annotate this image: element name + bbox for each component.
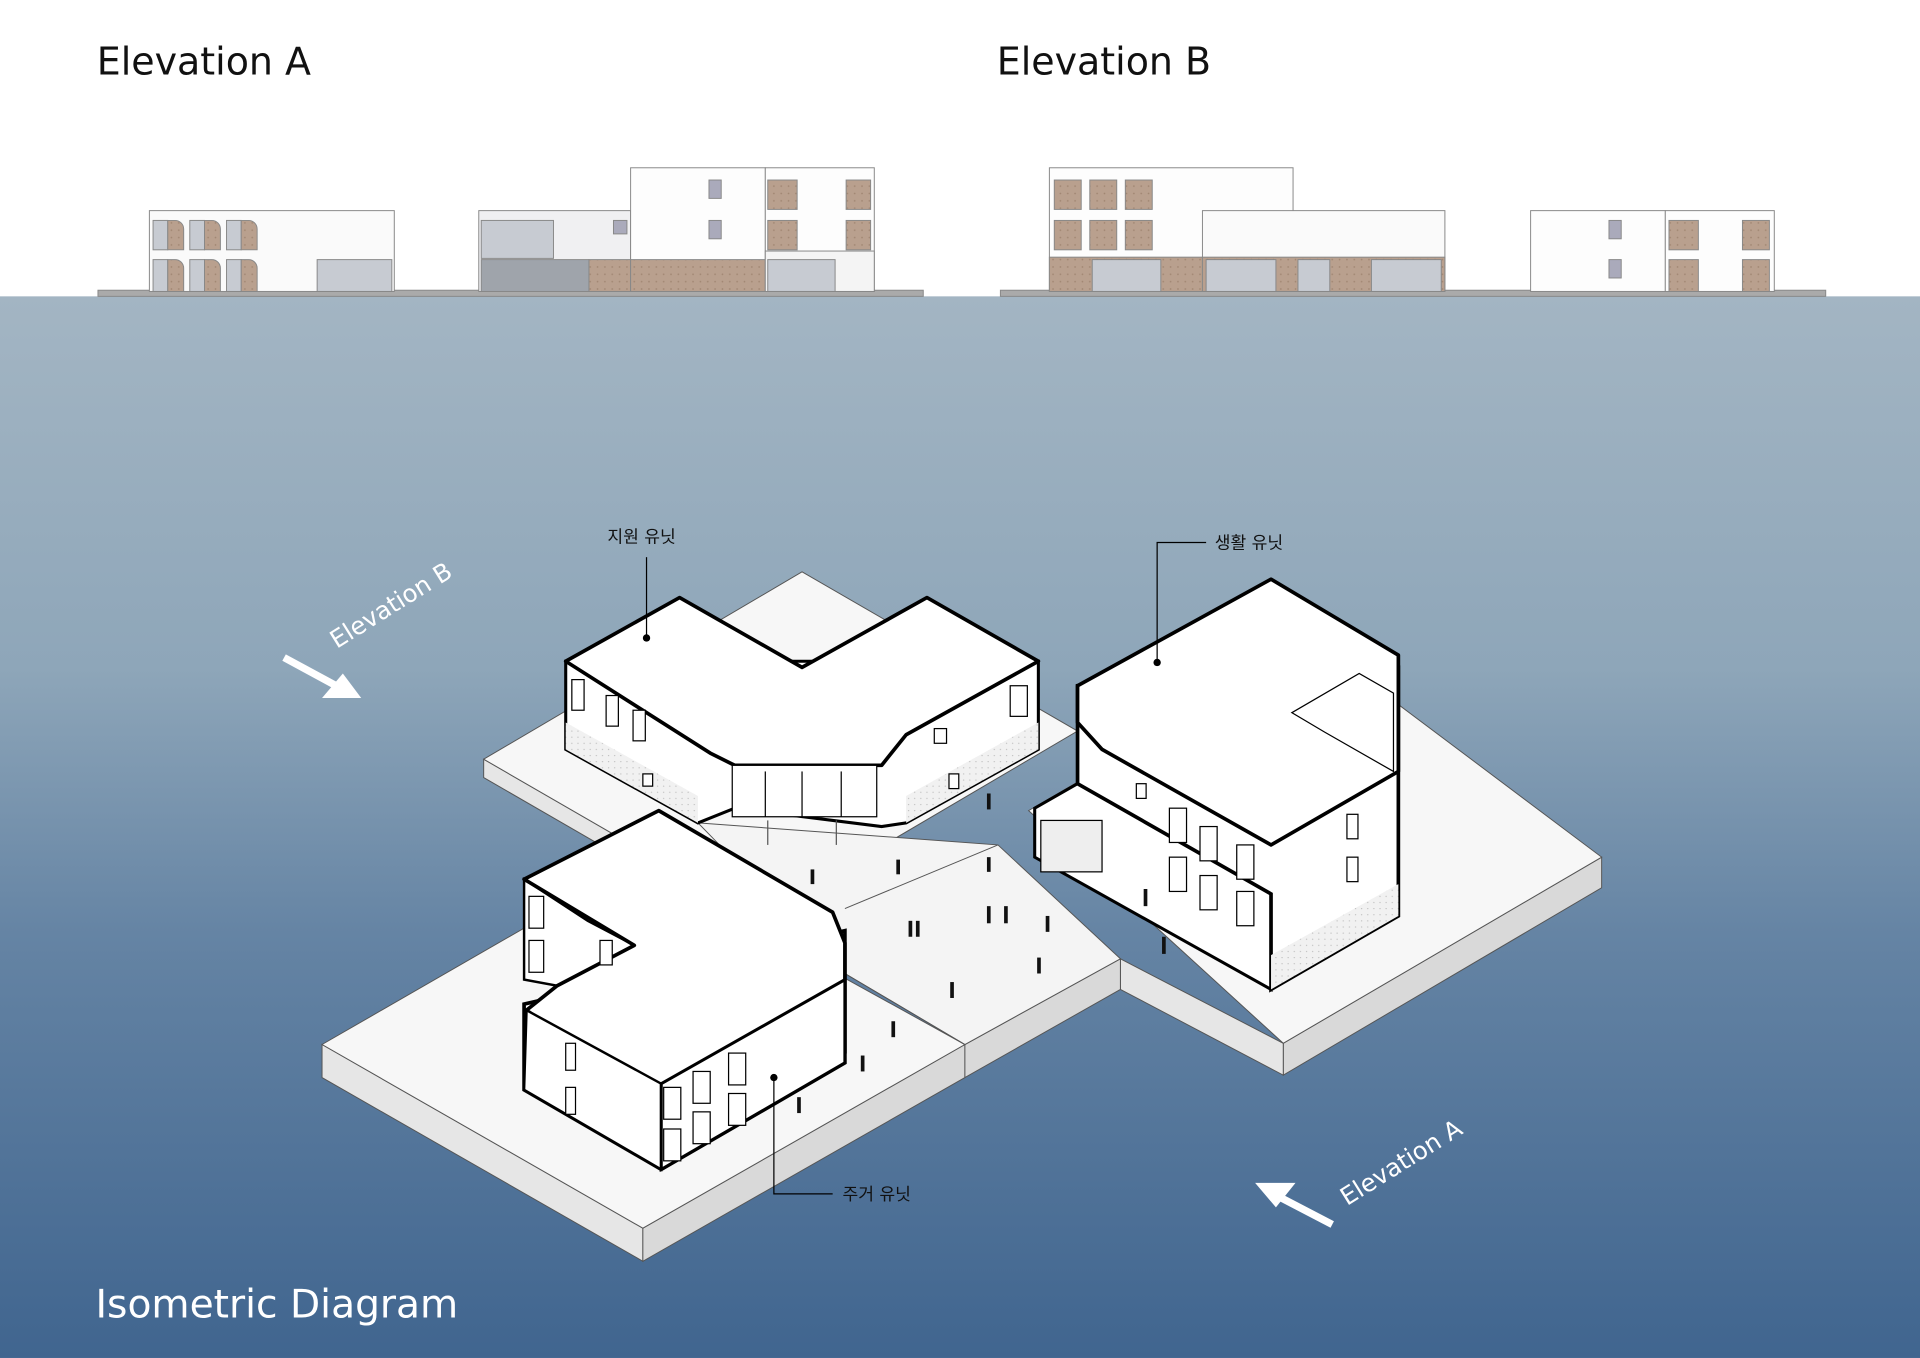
elevation-a-drawing <box>97 167 924 297</box>
support-unit-building <box>563 557 1041 845</box>
heading-isometric-diagram: Isometric Diagram <box>96 1283 459 1328</box>
living-unit-building <box>1033 541 1401 993</box>
housing-unit-building <box>522 808 847 1195</box>
elevation-b-drawing <box>999 167 1827 297</box>
label-living-unit: 생활 유닛 <box>1215 534 1283 554</box>
people-silhouettes <box>797 793 1166 1114</box>
heading-elevation-b: Elevation B <box>997 40 1211 84</box>
heading-elevation-a: Elevation A <box>97 40 311 84</box>
water-background <box>0 296 1920 1358</box>
label-support-unit: 지원 유닛 <box>607 527 675 547</box>
arrow-down-right-icon <box>282 654 362 698</box>
label-housing-unit: 주거 유닛 <box>842 1185 910 1205</box>
arrow-up-left-icon <box>1255 1182 1334 1228</box>
